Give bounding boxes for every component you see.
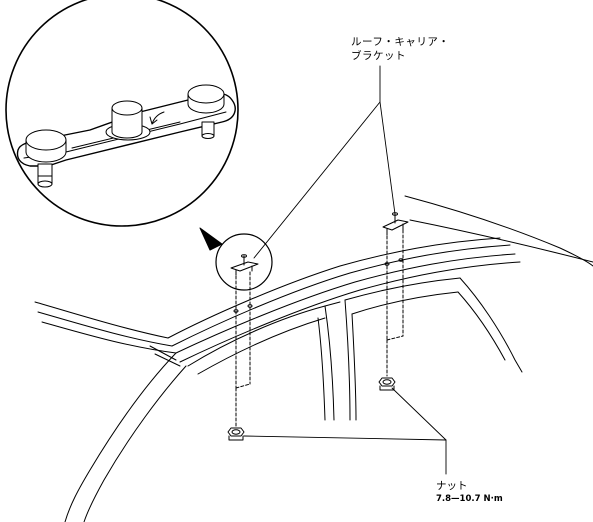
rear-window-top [345, 278, 460, 300]
rear-window-rear-edge [460, 278, 522, 372]
detail-center-pin-top [112, 101, 142, 115]
front-window-top-inner [198, 318, 325, 374]
rear-bracket [383, 213, 408, 235]
guide-rear-bottom [387, 336, 403, 340]
roof-rail-2 [172, 245, 510, 346]
nut-label: ナット [436, 480, 468, 492]
bracket-label-line2: ブラケット [351, 50, 406, 62]
front-nut [228, 428, 244, 440]
front-window-top [188, 302, 340, 366]
location-marker [216, 234, 272, 290]
assembly-guides [236, 230, 403, 426]
front-roof-edge [35, 302, 168, 338]
detail-right-pad-top [188, 85, 224, 103]
triangle-pointer-icon [200, 228, 222, 250]
detail-left-stud-end [38, 181, 52, 187]
torque-spec: 7.8—10.7 N·m [436, 494, 503, 504]
guide-front-bottom [236, 384, 250, 388]
leader-nut-front [244, 436, 446, 440]
detail-right-stud-end [202, 134, 214, 139]
a-pillar [65, 353, 176, 522]
zoom-detail [6, 0, 238, 250]
leader-nut-rear [392, 388, 446, 440]
roof-notch-front-2 [155, 354, 180, 366]
front-roof-edge-2 [38, 312, 172, 346]
a-pillar-inner [84, 366, 186, 522]
b-pillar-rear-inner [352, 314, 356, 420]
rear-roof-line-inner [410, 220, 593, 262]
leader-lines [244, 66, 446, 474]
rear-window-rear-edge-inner [458, 292, 505, 360]
b-pillar-front-inner [318, 318, 325, 420]
roof-rail-3 [176, 254, 515, 353]
b-pillar-rear [345, 300, 350, 420]
zoom-circle [6, 0, 238, 226]
rear-bracket-plate [383, 220, 408, 230]
front-roof-edge-3 [42, 322, 176, 353]
rear-window-top-inner [352, 292, 458, 314]
rear-nut [379, 378, 395, 390]
roof-rail-outer [168, 238, 500, 338]
b-pillar-front [325, 306, 334, 420]
detail-center-pin-bottom [112, 132, 142, 138]
roof-rail-4 [180, 262, 520, 362]
car-body [35, 196, 593, 522]
small-bracket-left [231, 262, 258, 271]
rotation-arrow-icon [150, 112, 164, 124]
leader-bracket-front [254, 102, 380, 258]
detail-left-pad-top [26, 130, 66, 150]
small-bracket-pin-top [242, 255, 247, 257]
roof-notch-front [150, 346, 176, 360]
leader-bracket-rear [380, 102, 395, 214]
bracket-label-line1: ルーフ・キャリア・ [351, 36, 450, 48]
location-circle [216, 234, 272, 290]
